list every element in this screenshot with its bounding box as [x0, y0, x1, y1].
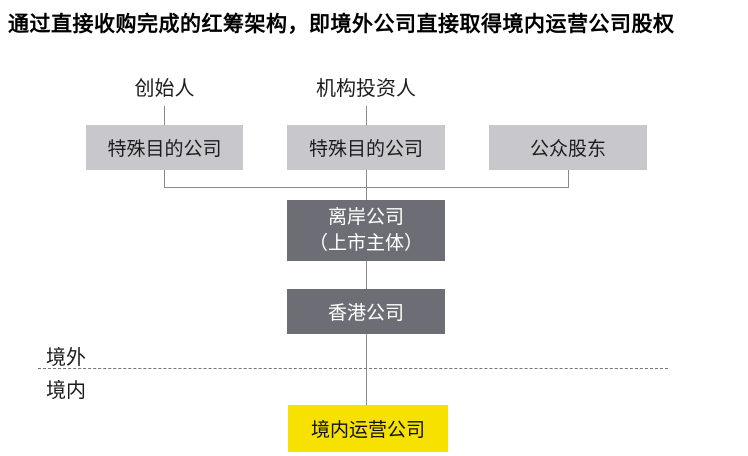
node-spv2-label: 特殊目的公司	[308, 139, 423, 160]
node-hongkong-company: 香港公司	[287, 289, 445, 334]
label-institutional-investor: 机构投资人	[316, 78, 416, 100]
diagram-title: 通过直接收购完成的红筹架构，即境外公司直接取得境内运营公司股权	[8, 13, 675, 36]
connector-spv1-down	[164, 170, 165, 187]
node-offshore-company-label-line2: （上市主体）	[308, 232, 423, 254]
border-dashed-divider	[38, 368, 668, 369]
node-domestic-operating-company-label: 境内运营公司	[310, 420, 425, 441]
node-public-shareholders: 公众股东	[489, 125, 647, 170]
node-public-shareholders-label: 公众股东	[529, 139, 606, 160]
node-spv2: 特殊目的公司	[287, 125, 445, 170]
node-offshore-company: 离岸公司 （上市主体）	[287, 200, 445, 261]
connector-founder-to-spv1	[164, 106, 165, 125]
node-spv1: 特殊目的公司	[86, 125, 243, 170]
connector-spv2-to-offshore	[366, 170, 367, 200]
connector-investor-to-spv2	[366, 106, 367, 125]
label-founder: 创始人	[134, 78, 195, 100]
connector-hongkong-to-domestic	[366, 334, 367, 405]
connector-offshore-to-hongkong	[366, 261, 367, 289]
node-domestic-operating-company: 境内运营公司	[288, 405, 448, 452]
label-offshore-region: 境外	[46, 347, 86, 369]
node-offshore-company-label-line1: 离岸公司	[327, 206, 404, 228]
label-onshore-region: 境内	[46, 380, 86, 402]
node-spv1-label: 特殊目的公司	[107, 139, 222, 160]
connector-public-down	[568, 170, 569, 187]
node-hongkong-company-label: 香港公司	[327, 303, 404, 324]
